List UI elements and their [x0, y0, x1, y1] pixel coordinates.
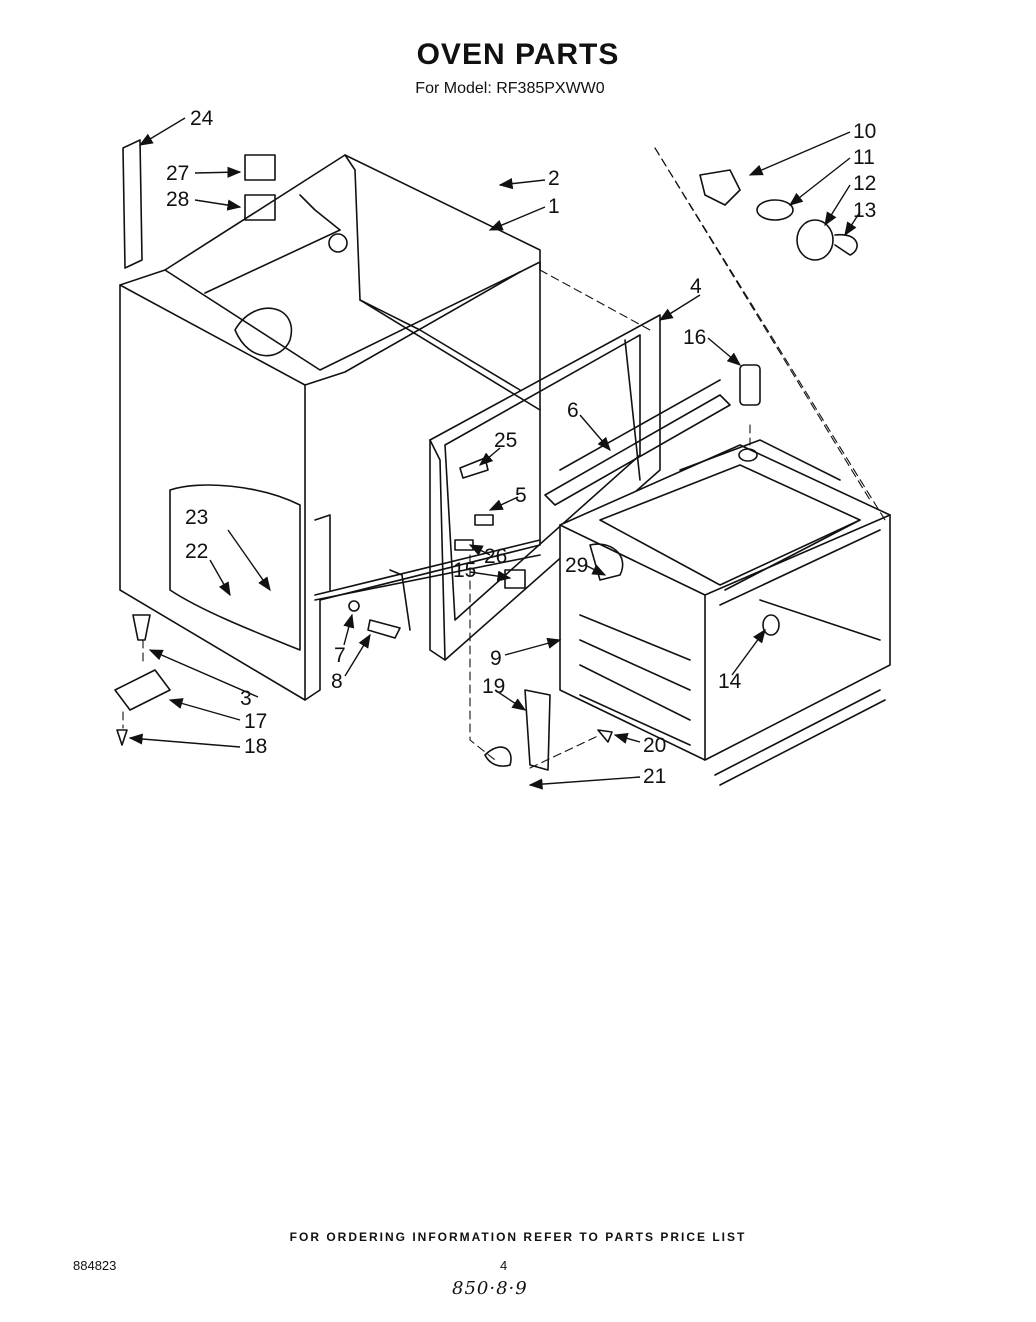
oven-cabinet	[119, 154, 541, 701]
callout-leaders	[128, 117, 861, 790]
callout-20: 20	[643, 734, 666, 757]
callout-10: 10	[853, 120, 876, 143]
callout-26: 26	[484, 545, 507, 568]
callout-14: 14	[718, 670, 742, 693]
callout-29: 29	[565, 554, 588, 577]
callout-11: 11	[853, 146, 875, 169]
handwritten-code: 850·8·9	[452, 1278, 528, 1299]
callout-9: 9	[490, 647, 502, 670]
page-number: 4	[500, 1258, 508, 1273]
oven-liner	[559, 439, 891, 786]
oven-element	[544, 379, 731, 506]
oven-front-frame	[429, 314, 661, 661]
callout-1: 1	[548, 195, 560, 218]
small-parts	[114, 139, 858, 771]
callout-19: 19	[482, 675, 505, 698]
document-number: 884823	[73, 1258, 117, 1273]
callout-15: 15	[453, 559, 476, 582]
callout-25: 25	[494, 429, 517, 452]
callout-28: 28	[166, 188, 189, 211]
callout-7: 7	[334, 644, 346, 667]
dashed-leader-lines	[122, 147, 886, 769]
callout-27: 27	[166, 162, 189, 185]
callout-3: 3	[240, 687, 252, 710]
callout-24: 24	[190, 107, 214, 130]
callout-4: 4	[690, 275, 702, 298]
callout-8: 8	[331, 670, 343, 693]
callout-12: 12	[853, 172, 876, 195]
page-title: OVEN PARTS	[416, 38, 620, 71]
callout-13: 13	[853, 199, 876, 222]
callout-22: 22	[185, 540, 208, 563]
callout-17: 17	[244, 710, 267, 733]
callout-6: 6	[567, 399, 579, 422]
callout-2: 2	[548, 167, 560, 190]
callout-5: 5	[515, 484, 527, 507]
callout-labels: 1 2 3 4 5 6 7 8 9 10 11 12 13 14 15 16 1…	[166, 107, 876, 788]
model-subtitle: For Model: RF385PXWW0	[415, 80, 605, 97]
callout-21: 21	[643, 765, 666, 788]
ordering-note: FOR ORDERING INFORMATION REFER TO PARTS …	[289, 1230, 747, 1244]
callout-16: 16	[683, 326, 706, 349]
callout-23: 23	[185, 506, 208, 529]
callout-18: 18	[244, 735, 267, 758]
